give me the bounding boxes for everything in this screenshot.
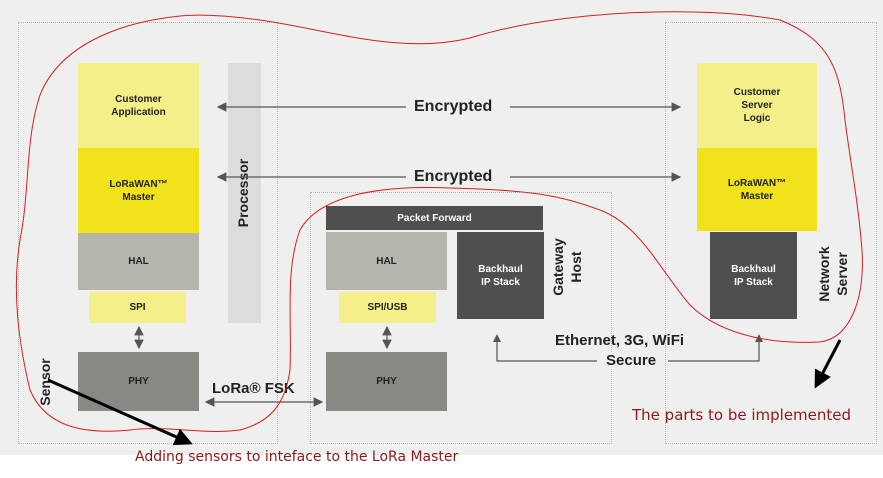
sensors-annotation: Adding sensors to inteface to the LoRa M… [135, 449, 459, 465]
implementation-outline [15, 11, 863, 432]
server-region [665, 22, 877, 444]
customer-server-logic-block: Customer Server Logic [697, 63, 817, 148]
encrypted-top-label: Encrypted [410, 98, 497, 116]
parts-pointer-arrow [814, 339, 842, 389]
secure-label: Secure [602, 352, 661, 369]
gateway-backhaul-block: Backhaul IP Stack [457, 232, 544, 319]
server-backhaul-block: Backhaul IP Stack [710, 232, 797, 319]
spi-block: SPI [89, 292, 186, 323]
customer-application-block: Customer Application [78, 63, 199, 148]
server-lorawan-master-block: LoRaWAN™ Master [697, 148, 817, 231]
sensor-pointer-arrow [47, 378, 193, 446]
lora-fsk-label: LoRa® FSK [212, 380, 295, 397]
lorawan-master-block: LoRaWAN™ Master [78, 148, 199, 233]
processor-bar [228, 63, 261, 323]
hal-block: HAL [78, 233, 199, 290]
packet-forward-block: Packet Forward [326, 206, 543, 230]
secure-bracket [496, 336, 760, 362]
gateway-phy-block: PHY [326, 352, 447, 411]
parts-annotation: The parts to be implemented [632, 406, 852, 424]
sensor-region [18, 22, 278, 444]
gateway-region [310, 192, 612, 444]
encrypted-mid-label: Encrypted [410, 168, 497, 186]
gateway-hal-block: HAL [326, 232, 447, 290]
ethernet-label: Ethernet, 3G, WiFi [555, 332, 685, 349]
spi-usb-block: SPI/USB [339, 292, 436, 323]
